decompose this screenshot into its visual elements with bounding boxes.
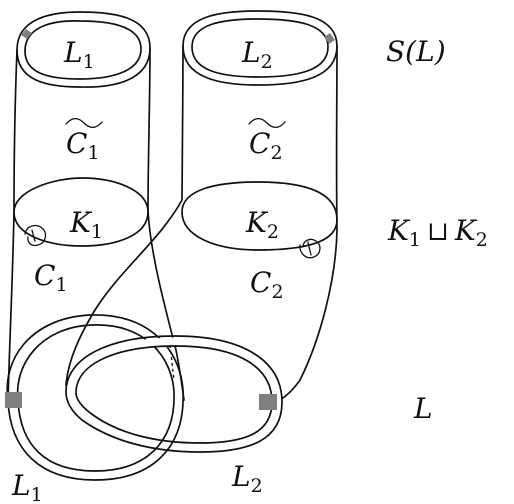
link-band-L1 <box>6 314 184 481</box>
svg-text:C1: C1 <box>66 127 100 164</box>
tube-walls <box>7 45 338 403</box>
label-C2-tilde: C2 <box>248 117 286 164</box>
label-top-L2: L2 <box>241 36 273 73</box>
knot-circle-K2 <box>181 181 338 251</box>
knot-circle-K1 <box>13 177 149 247</box>
label-bottom-L1: L1 <box>11 469 43 504</box>
label-K1-sqcup-K2: K1⊔K2 <box>387 214 488 251</box>
label-top-L1: L1 <box>63 36 95 73</box>
crossing-strand <box>65 199 183 386</box>
meridian-C2 <box>299 238 321 259</box>
label-K1: K1 <box>69 206 103 243</box>
meridian-C1 <box>24 224 47 247</box>
label-C2: C2 <box>250 266 284 303</box>
label-C1: C1 <box>34 259 68 296</box>
bottom-marker-left <box>5 392 22 408</box>
label-bottom-L2: L2 <box>231 460 263 497</box>
svg-text:C2: C2 <box>249 127 283 164</box>
top-marker-left <box>21 29 32 39</box>
label-C1-tilde: C1 <box>65 117 103 164</box>
label-L: L <box>413 392 433 425</box>
top-marker-right <box>324 33 335 44</box>
label-S-of-L: S(L) <box>386 35 446 68</box>
label-K2: K2 <box>245 206 279 243</box>
top-annulus-L1 <box>16 11 151 88</box>
bottom-marker-right <box>259 394 277 410</box>
link-band-L2 <box>65 335 283 453</box>
